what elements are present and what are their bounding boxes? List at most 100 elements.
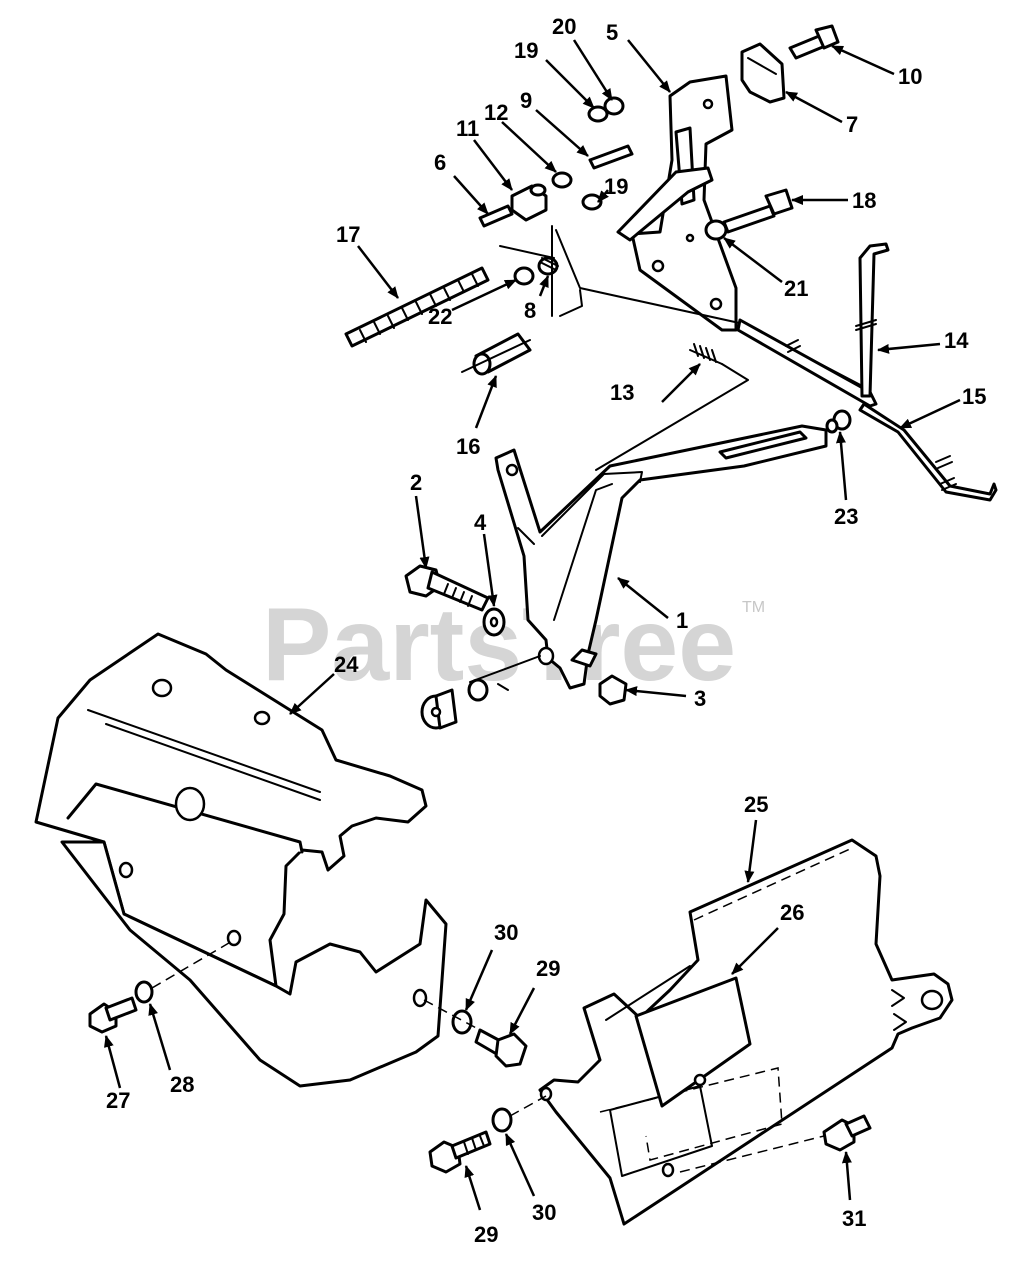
callout-17: 17 [336, 222, 360, 247]
callout-3: 3 [694, 686, 706, 711]
callout-7: 7 [846, 112, 858, 137]
callout-15: 15 [962, 384, 986, 409]
leader-2 [414, 495, 430, 569]
callout-23: 23 [834, 504, 858, 529]
callout-9: 9 [520, 88, 532, 113]
callout-16: 16 [456, 434, 480, 459]
leader-29b [464, 1165, 482, 1211]
leader-13 [661, 363, 701, 403]
watermark-trademark: TM [742, 599, 765, 616]
part-27-bolt [88, 996, 138, 1034]
leader-arrows [104, 39, 961, 1211]
part-24-left-cover [34, 632, 448, 1088]
leader-28 [148, 1003, 172, 1071]
leader-22 [451, 278, 517, 312]
callout-21: 21 [784, 276, 808, 301]
part-30-washer-b [491, 1107, 513, 1133]
leader-6 [453, 175, 489, 215]
callout-30b: 30 [532, 1200, 556, 1225]
callout-26: 26 [780, 900, 804, 925]
callout-31: 31 [842, 1206, 866, 1231]
leader-9 [535, 109, 589, 157]
part-20-nut [603, 96, 625, 116]
part-23-fitting [825, 409, 852, 434]
leader-26 [731, 927, 779, 975]
callout-6: 6 [434, 150, 446, 175]
leader-11 [473, 139, 513, 191]
part-13-spring [689, 343, 723, 365]
leader-21 [723, 237, 783, 283]
leader-15 [899, 398, 961, 430]
leader-31 [841, 1151, 852, 1201]
leader-30b [504, 1133, 536, 1197]
callout-20: 20 [552, 14, 576, 39]
callout-14: 14 [944, 328, 969, 353]
part-18-bolt [722, 188, 794, 234]
leader-29a [508, 987, 536, 1035]
callout-28: 28 [170, 1072, 194, 1097]
callout-11: 11 [456, 116, 479, 141]
leader-10 [831, 44, 895, 76]
leader-20 [572, 39, 614, 101]
callout-18: 18 [852, 188, 876, 213]
callout-24: 24 [334, 652, 359, 677]
part-3-nut [598, 674, 628, 706]
callout-2: 2 [410, 470, 422, 495]
callout-1: 1 [676, 608, 688, 633]
callout-25: 25 [744, 792, 768, 817]
leader-27 [104, 1035, 122, 1089]
leader-3 [625, 686, 687, 698]
part-31-screw [822, 1114, 872, 1152]
leader-5 [627, 39, 671, 93]
callout-12: 12 [484, 100, 508, 125]
leader-25 [744, 819, 758, 883]
leader-30a [464, 949, 494, 1011]
callout-5: 5 [606, 20, 618, 45]
part-7-clip [740, 42, 786, 104]
callout-29a: 29 [536, 956, 560, 981]
lower-spacer-washer [420, 655, 541, 730]
leader-24 [289, 673, 335, 715]
part-30-washer-a [451, 1009, 473, 1035]
part-10-bolt [788, 24, 840, 60]
callout-10: 10 [898, 64, 922, 89]
part-22-washer [513, 266, 535, 286]
callout-8: 8 [524, 298, 536, 323]
leader-19b [597, 189, 609, 203]
part-26-label [634, 976, 752, 1108]
callout-4: 4 [474, 510, 487, 535]
part-12-washer [551, 171, 573, 189]
callout-30a: 30 [494, 920, 518, 945]
part-28-washer [134, 980, 154, 1004]
leader-17 [357, 245, 399, 299]
callout-19b: 19 [604, 174, 628, 199]
leader-7 [785, 90, 843, 124]
parts-artwork [34, 24, 998, 1226]
part-8-spring [537, 256, 559, 276]
leader-12 [501, 121, 557, 173]
callout-22: 22 [428, 304, 452, 329]
part-21-washer [704, 219, 728, 241]
callout-13: 13 [610, 380, 634, 405]
part-9-pin [588, 144, 634, 170]
leader-4 [482, 533, 498, 607]
part-14-rod [736, 242, 890, 408]
callout-29b: 29 [474, 1222, 498, 1247]
callout-19: 19 [514, 38, 538, 63]
part-6-screw [478, 204, 514, 228]
leader-1 [617, 577, 669, 619]
part-15-rod [858, 402, 998, 502]
part-29-bolt-b [428, 1130, 492, 1174]
leader-16 [474, 375, 498, 429]
watermark: PartsTree TM [262, 587, 765, 703]
part-19-washer [587, 105, 609, 123]
leader-14 [877, 342, 941, 354]
leader-19 [545, 59, 595, 109]
part-1-lever [494, 424, 828, 690]
part-29-bolt-a [474, 1028, 528, 1068]
callout-27: 27 [106, 1088, 130, 1113]
callout-labels: 1 2 3 4 5 6 7 8 9 10 11 12 13 14 15 16 1… [106, 14, 986, 1247]
part-17-threaded-rod [344, 266, 490, 348]
leader-8 [538, 275, 550, 297]
